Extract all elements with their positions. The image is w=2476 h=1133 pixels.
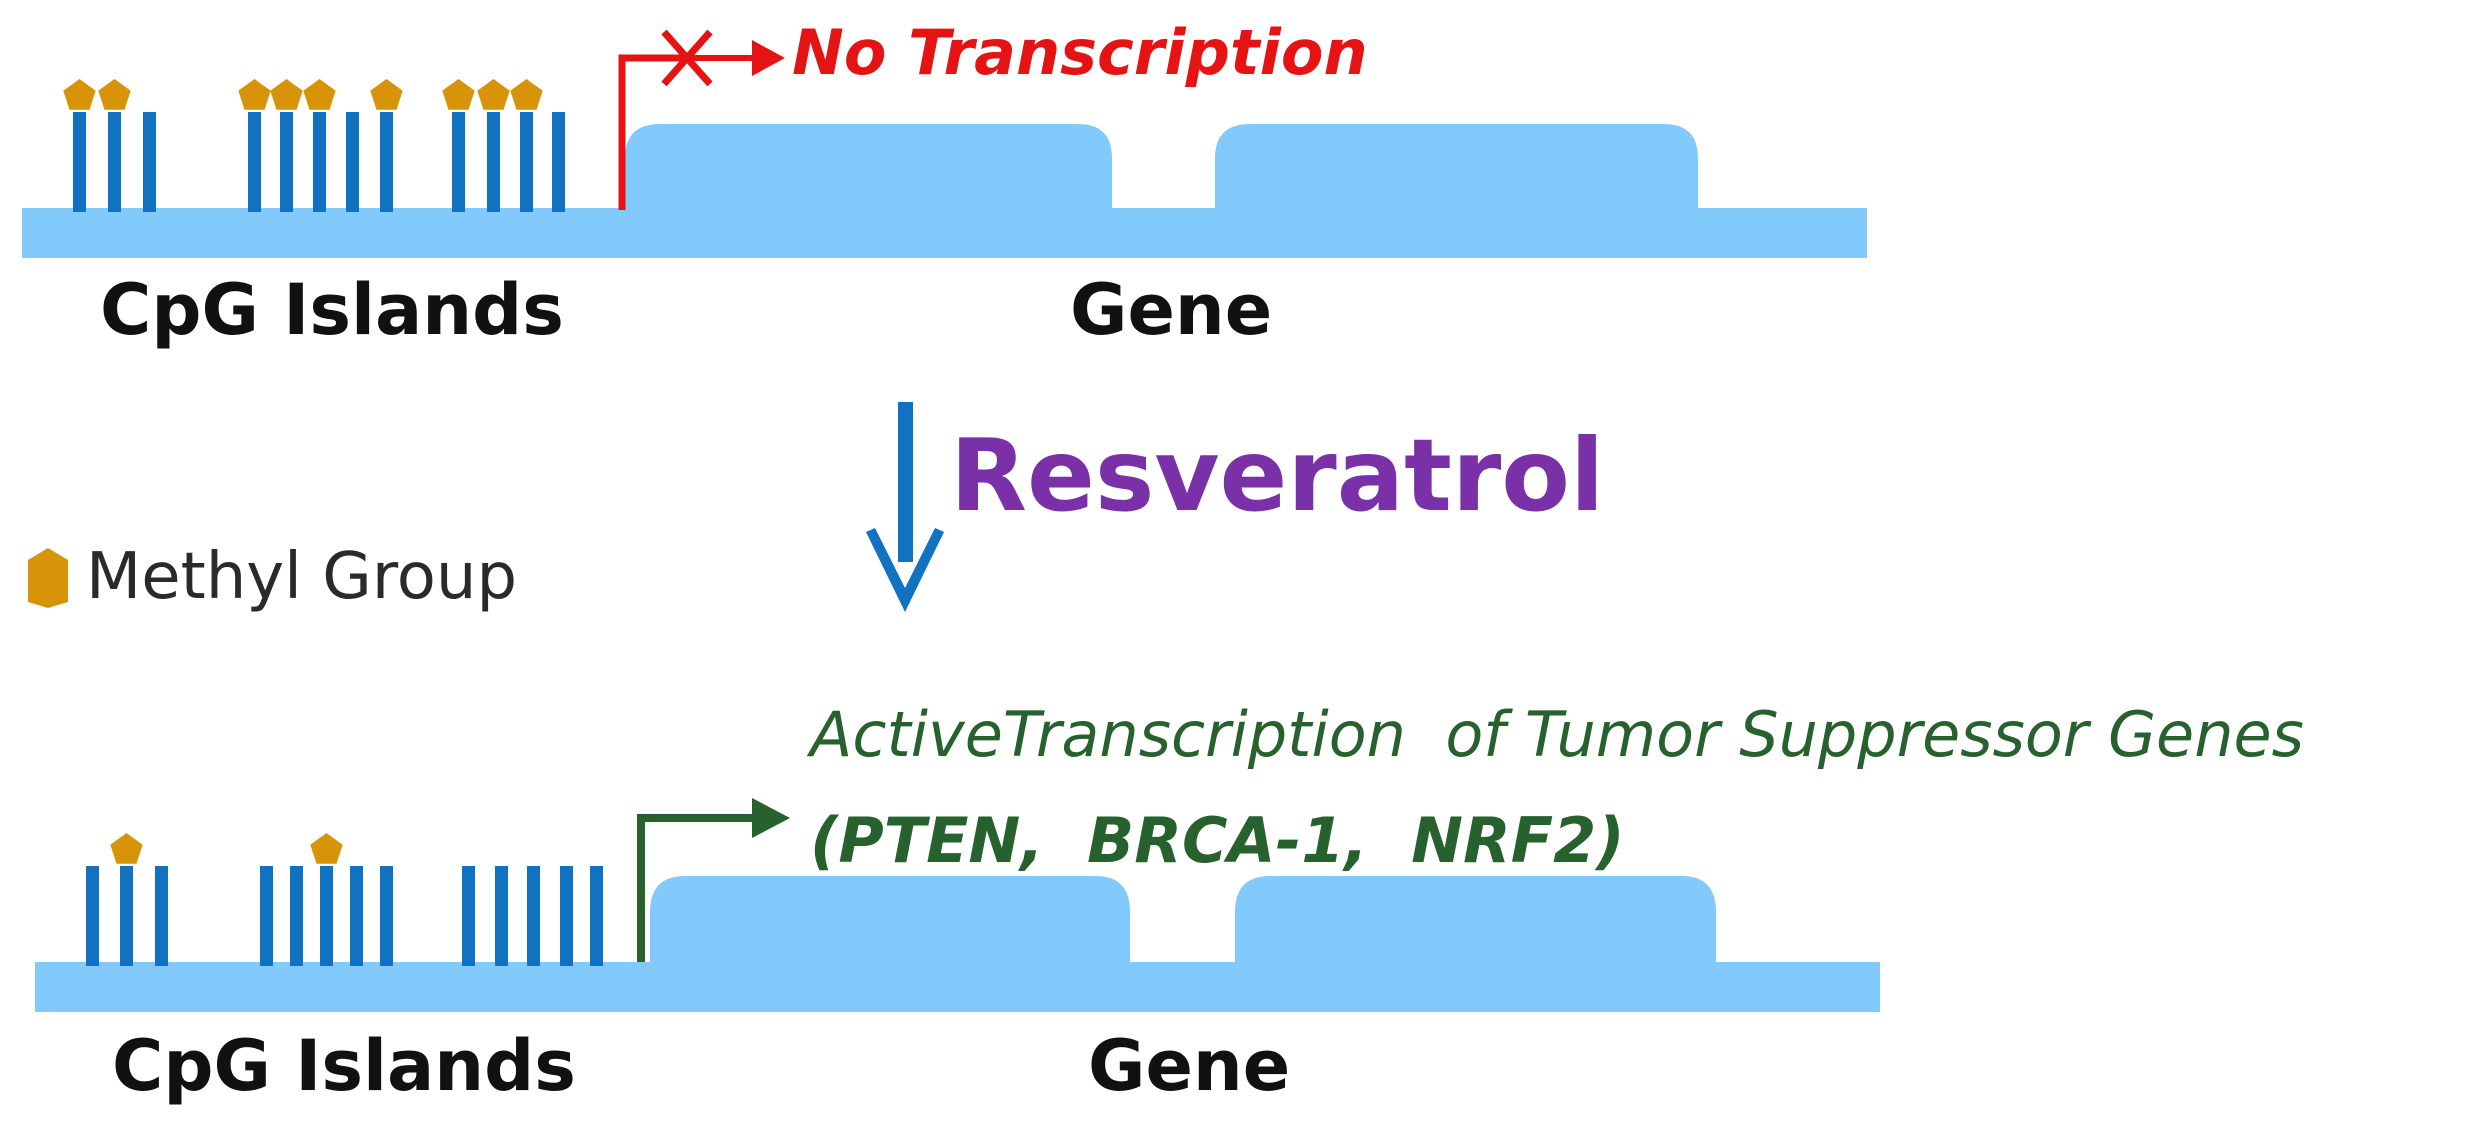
bottom-gene-exon-1 — [650, 876, 1130, 966]
methyl-group-icon — [110, 833, 143, 864]
bottom-gene-label: Gene — [1088, 1025, 1290, 1107]
cpg-site-bar — [560, 866, 573, 966]
cpg-site-bar — [590, 866, 603, 966]
cpg-site-bar — [260, 866, 273, 966]
cpg-site-bar — [346, 112, 359, 212]
methyl-group-icon — [370, 79, 403, 110]
methyl-group-icon — [303, 79, 336, 110]
methyl-group-icon — [98, 79, 131, 110]
cpg-site-bar — [155, 866, 168, 966]
methyl-group-icon — [270, 79, 303, 110]
top-gene-label: Gene — [1070, 269, 1272, 351]
bottom-gene-exon-2 — [1235, 876, 1716, 966]
cpg-site-bar — [495, 866, 508, 966]
cpg-site-bar — [248, 112, 261, 212]
cpg-site-bar — [313, 112, 326, 212]
methyl-group-icon — [510, 79, 543, 110]
blocked-transcription-arrow — [618, 29, 785, 210]
top-panel: No Transcription CpG Islands Gene — [22, 16, 1867, 351]
top-dna-strand — [22, 208, 1867, 258]
cpg-site-bar — [527, 866, 540, 966]
cpg-site-bar — [320, 866, 333, 966]
block-x-icon — [661, 29, 713, 87]
cpg-site-bar — [380, 112, 393, 212]
methyl-group-icon — [477, 79, 510, 110]
top-gene-exon-2 — [1215, 124, 1698, 212]
bottom-cpg-island — [86, 833, 603, 966]
gene-list-label: (PTEN, BRCA-1, NRF2) — [810, 804, 1625, 877]
no-transcription-label: No Transcription — [792, 16, 1368, 89]
bottom-panel: ActiveTranscription of Tumor Suppressor … — [35, 698, 2304, 1107]
top-gene-exon-1 — [625, 124, 1112, 212]
cpg-site-bar — [73, 112, 86, 212]
methyl-group-icon — [238, 79, 271, 110]
resveratrol-label: Resveratrol — [950, 417, 1604, 534]
cpg-site-bar — [143, 112, 156, 212]
bottom-cpg-label: CpG Islands — [112, 1025, 576, 1107]
cpg-site-bar — [462, 866, 475, 966]
cpg-site-bar — [487, 112, 500, 212]
active-transcription-arrow — [637, 798, 790, 962]
cpg-site-bar — [290, 866, 303, 966]
methyl-group-icon — [28, 548, 68, 608]
cpg-site-bar — [350, 866, 363, 966]
methyl-group-icon — [310, 833, 343, 864]
cpg-site-bar — [552, 112, 565, 212]
treatment-step: Resveratrol — [866, 402, 1604, 612]
top-cpg-island — [63, 79, 565, 212]
bottom-dna-strand — [35, 962, 1880, 1012]
methyl-group-icon — [63, 79, 96, 110]
cpg-site-bar — [380, 866, 393, 966]
down-arrow-icon — [866, 402, 944, 612]
top-cpg-label: CpG Islands — [100, 269, 564, 351]
legend-label: Methyl Group — [86, 540, 517, 614]
cpg-site-bar — [86, 866, 99, 966]
cpg-site-bar — [120, 866, 133, 966]
cpg-site-bar — [280, 112, 293, 212]
cpg-site-bar — [520, 112, 533, 212]
cpg-site-bar — [108, 112, 121, 212]
cpg-site-bar — [452, 112, 465, 212]
methyl-group-icon — [442, 79, 475, 110]
legend: Methyl Group — [28, 540, 517, 614]
active-transcription-label: ActiveTranscription of Tumor Suppressor … — [806, 698, 2304, 771]
